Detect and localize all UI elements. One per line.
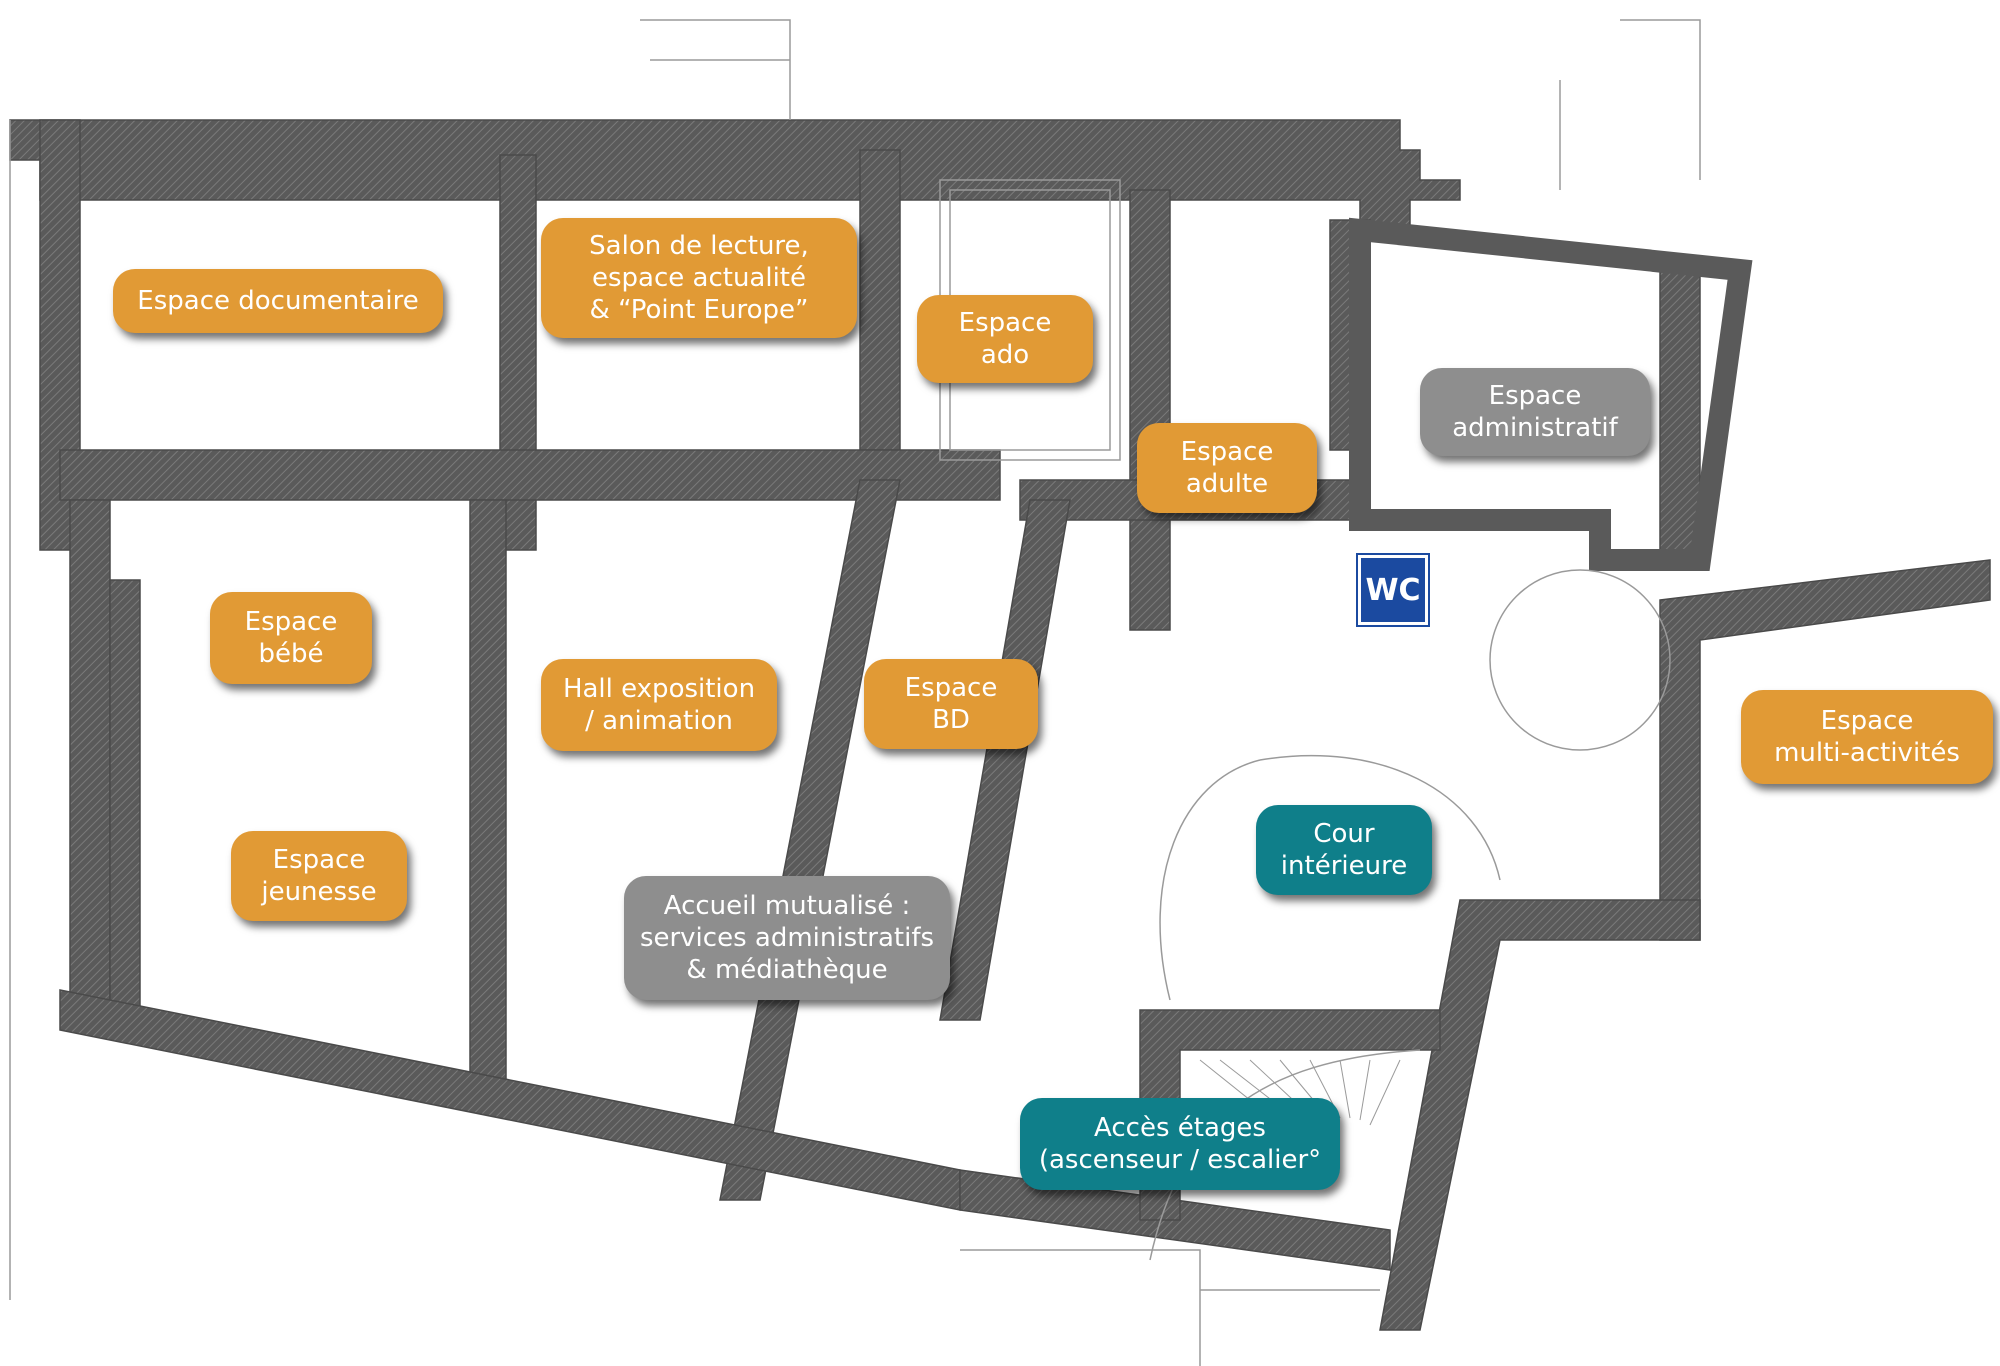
label-acces-etages-line-1: Accès étages [1094, 1113, 1266, 1143]
label-espace-bebe: Espace bébé [210, 592, 372, 684]
label-accueil-mutualise-line-3: & médiathèque [686, 955, 888, 985]
label-cour-interieure-line-2: intérieure [1280, 851, 1408, 881]
label-cour-interieure: Cour intérieure [1256, 805, 1432, 895]
label-espace-administratif-line-2: administratif [1452, 413, 1618, 443]
label-espace-documentaire: Espace documentaire [113, 269, 443, 333]
building-outline [9, 119, 1991, 1331]
label-espace-administratif-line-1: Espace [1488, 381, 1582, 411]
label-espace-bebe-line-1: Espace [244, 607, 338, 637]
label-espace-ado-line-1: Espace [958, 308, 1052, 338]
label-espace-jeunesse-line-2: jeunesse [261, 877, 377, 907]
label-hall-exposition: Hall exposition / animation [541, 659, 777, 751]
label-espace-adulte-line-2: adulte [1185, 469, 1269, 499]
label-espace-bebe-line-2: bébé [258, 639, 324, 669]
label-espace-adulte: Espace adulte [1137, 423, 1317, 513]
label-espace-jeunesse: Espace jeunesse [231, 831, 407, 921]
label-espace-multi-activites-line-2: multi-activités [1774, 738, 1960, 768]
label-accueil-mutualise: Accueil mutualisé : services administrat… [624, 876, 950, 1000]
label-cour-interieure-line-1: Cour [1313, 819, 1375, 849]
label-hall-exposition-line-1: Hall exposition [562, 674, 756, 704]
label-salon-de-lecture-line-2: espace actualité [591, 263, 806, 293]
label-espace-jeunesse-line-1: Espace [272, 845, 366, 875]
label-espace-ado: Espace ado [917, 295, 1093, 383]
label-espace-bd: Espace BD [864, 659, 1038, 749]
label-espace-documentaire-line-1: Espace documentaire [137, 286, 419, 316]
label-espace-adulte-line-1: Espace [1180, 437, 1274, 467]
label-salon-de-lecture: Salon de lecture, espace actualité & “Po… [541, 218, 857, 338]
label-espace-multi-activites: Espace multi-activités [1741, 690, 1993, 784]
label-hall-exposition-line-2: / animation [585, 706, 733, 736]
label-espace-multi-activites-line-1: Espace [1820, 706, 1914, 736]
wc-label: WC [1365, 572, 1421, 608]
label-espace-administratif: Espace administratif [1420, 368, 1650, 456]
wc-sign-icon: WC [1356, 553, 1430, 627]
label-espace-bd-line-1: Espace [904, 673, 998, 703]
label-salon-de-lecture-line-1: Salon de lecture, [589, 231, 809, 261]
label-acces-etages: Accès étages (ascenseur / escalier° [1020, 1098, 1340, 1190]
label-espace-ado-line-2: ado [980, 340, 1030, 370]
floor-lines [9, 19, 1701, 1366]
label-espace-bd-line-2: BD [932, 705, 970, 735]
label-salon-de-lecture-line-3: & “Point Europe” [589, 295, 809, 325]
label-accueil-mutualise-line-1: Accueil mutualisé : [663, 891, 911, 921]
label-acces-etages-line-2: (ascenseur / escalier° [1038, 1145, 1322, 1175]
label-accueil-mutualise-line-2: services administratifs [639, 923, 935, 953]
